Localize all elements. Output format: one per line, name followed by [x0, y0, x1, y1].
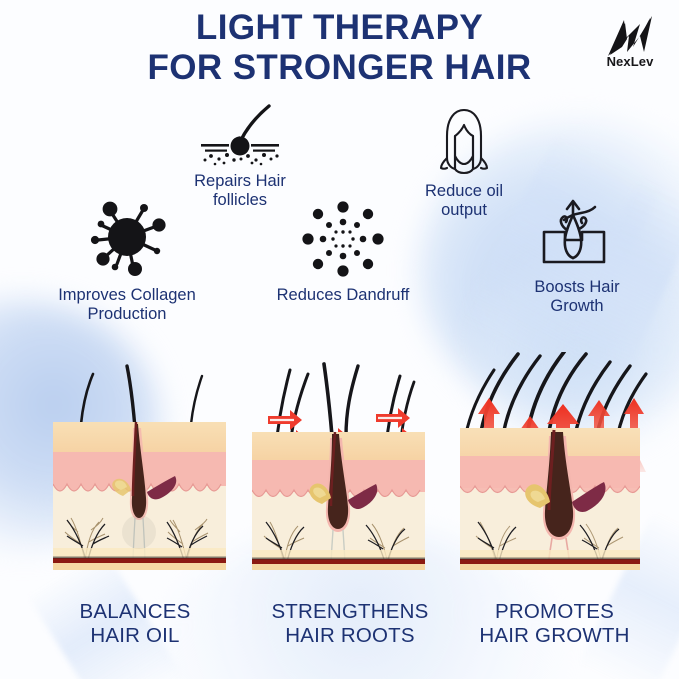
panel-caption-strengthens-hair-roots: STRENGTHENS HAIR ROOTS: [271, 600, 429, 648]
skin-panel-promotes-hair-growth: [444, 350, 659, 580]
benefit-repairs-hair-follicles: Repairs Hair follicles: [150, 104, 330, 210]
brand-logo: NexLev: [591, 14, 669, 82]
benefit-label-boosts-hair-growth: Boosts Hair Growth: [534, 278, 620, 315]
benefit-label-reduce-oil-output: Reduce oil output: [425, 182, 503, 219]
benefit-reduce-oil-output: Reduce oil output: [374, 106, 554, 220]
benefit-boosts-hair-growth: Boosts Hair Growth: [487, 196, 667, 316]
benefit-improves-collagen-production: Improves Collagen Production: [22, 194, 232, 324]
benefit-label-reduces-dandruff: Reduces Dandruff: [276, 286, 410, 304]
page-title: LIGHT THERAPY FOR STRONGER HAIR: [0, 8, 679, 87]
brand-logo-text: NexLev: [606, 54, 654, 69]
skin-panel-strengthens-hair-roots: [246, 352, 431, 580]
page-title-line-1: LIGHT THERAPY: [195, 8, 484, 47]
skin-cross-section-dense-hairs: [460, 350, 648, 570]
collagen-molecule-icon: [90, 201, 166, 276]
benefit-label-repairs-hair-follicles: Repairs Hair follicles: [194, 172, 286, 209]
nexlev-n-mark-icon: [608, 16, 652, 56]
skin-panel-balances-hair-oil: [47, 352, 232, 580]
benefit-reduces-dandruff: Reduces Dandruff: [243, 198, 443, 305]
skin-cross-section-medium-hairs: [252, 362, 425, 570]
dandruff-flakes-burst-icon: [302, 201, 384, 277]
follicle-up-arrow-icon: [542, 199, 606, 264]
skin-cross-section-thin-hairs: [53, 364, 226, 570]
panel-caption-promotes-hair-growth: PROMOTES HAIR GROWTH: [479, 600, 630, 648]
benefit-label-improves-collagen-production: Improves Collagen Production: [58, 286, 196, 323]
woman-hair-head-icon: [439, 108, 489, 175]
panel-caption-balances-hair-oil: BALANCES HAIR OIL: [79, 600, 191, 648]
hair-follicle-icon: [201, 104, 279, 166]
skin-diagram-panels: [0, 350, 679, 602]
page-title-line-2: FOR STRONGER HAIR: [147, 47, 532, 87]
